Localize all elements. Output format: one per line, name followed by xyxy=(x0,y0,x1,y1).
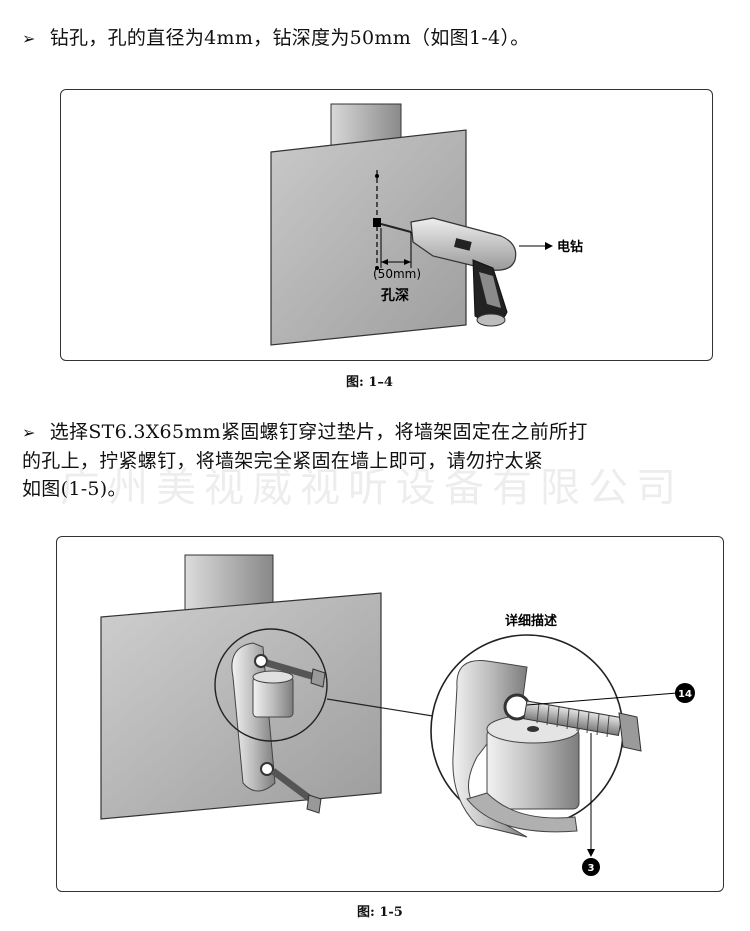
callout-3 xyxy=(582,858,600,876)
figure-1-4-caption: 图: 1–4 xyxy=(346,375,393,390)
step-2-instruction: ➢ 选择ST6.3X65mm紧固螺钉穿过垫片，将墙架固定在之前所打 的孔上，拧紧螺… xyxy=(22,418,722,503)
detail-label: 详细描述 xyxy=(505,613,557,629)
wall-bracket-small xyxy=(231,642,326,814)
callout-14-label: 14 xyxy=(678,689,692,700)
depth-dimension-label: (50mm) xyxy=(373,267,421,281)
bracket-mounting-illustration: 详细描述 14 3 xyxy=(100,554,695,876)
drilling-illustration: 电钻 (50mm) 孔深 xyxy=(270,103,583,346)
step-2-line-1: 选择ST6.3X65mm紧固螺钉穿过垫片，将墙架固定在之前所打 xyxy=(49,421,588,443)
step-1-text: 钻孔，孔的直径为4mm，钻深度为50mm（如图1-4）。 xyxy=(49,27,530,49)
wall-panel xyxy=(270,129,467,346)
detail-focus-circle xyxy=(214,628,328,742)
figure-1-4: 电钻 (50mm) 孔深 xyxy=(60,89,713,361)
figure-1-5-caption: 图: 1-5 xyxy=(357,905,403,920)
callout-3-label: 3 xyxy=(588,863,595,874)
drill-label: 电钻 xyxy=(557,239,583,255)
bullet-arrow-icon: ➢ xyxy=(22,29,36,48)
step-1-instruction: ➢ 钻孔，孔的直径为4mm，钻深度为50mm（如图1-4）。 xyxy=(22,24,530,53)
step-2-line-2: 的孔上，拧紧螺钉，将墙架完全紧固在墙上即可，请勿拧太紧 xyxy=(22,450,544,472)
hole-marker xyxy=(373,218,381,227)
electric-drill-icon xyxy=(410,217,517,327)
callout-14 xyxy=(675,683,695,703)
step-2-line-3: 如图(1-5)。 xyxy=(22,478,127,500)
wall-post xyxy=(184,554,274,612)
bracket-detail xyxy=(452,660,642,838)
figure-1-5: 详细描述 14 3 xyxy=(56,536,724,892)
bullet-arrow-icon: ➢ xyxy=(22,423,36,442)
hole-depth-label: 孔深 xyxy=(381,287,409,304)
